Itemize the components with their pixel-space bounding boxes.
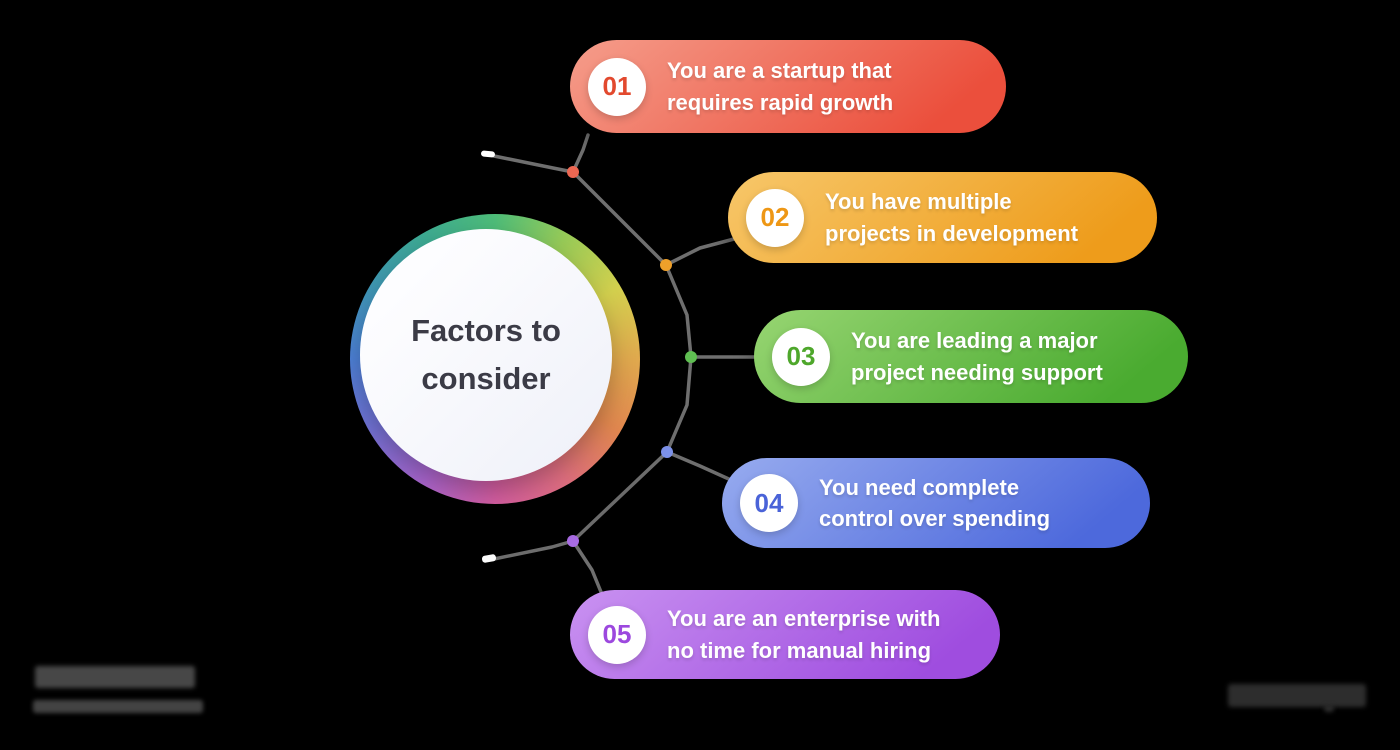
connector-line [492, 154, 575, 174]
factor-text-05: You are an enterprise with no time for m… [667, 603, 940, 666]
node-dot-4 [661, 446, 673, 458]
factor-text-line1: You need complete [819, 474, 1020, 500]
badge-number: 05 [602, 619, 632, 649]
watermark-right-logo-descender [1324, 705, 1334, 712]
number-badge-04: 04 [740, 474, 798, 532]
factor-text-02: You have multiple projects in developmen… [825, 186, 1078, 249]
factor-pill-03: 03 You are leading a major project needi… [754, 310, 1188, 403]
factor-pill-01: 01 You are a startup that requires rapid… [570, 40, 1006, 133]
factor-text-line1: You are an enterprise with [667, 606, 941, 632]
badge-number: 04 [754, 487, 784, 518]
node-dot-2 [660, 259, 672, 271]
center-gradient-ring: Factors to consider [350, 214, 640, 504]
center-title-line2: consider [421, 361, 551, 396]
number-badge-01: 01 [588, 57, 646, 116]
factor-pill-05: 05 You are an enterprise with no time fo… [570, 590, 1000, 679]
connector-line [664, 263, 693, 359]
node-dot-5 [567, 535, 579, 547]
badge-number: 03 [786, 341, 816, 371]
connector-line [571, 133, 590, 174]
center-title-line1: Factors to [411, 312, 561, 348]
factor-text-line1: You have multiple [825, 189, 1012, 215]
factor-text-line2: requires rapid growth [667, 89, 894, 115]
node-dot-1 [567, 166, 579, 178]
number-badge-05: 05 [588, 605, 646, 664]
factor-pill-04: 04 You need complete control over spendi… [722, 458, 1150, 548]
factor-pill-02: 02 You have multiple projects in develop… [728, 172, 1157, 263]
connector-line [571, 170, 668, 267]
number-badge-03: 03 [772, 327, 830, 386]
number-badge-02: 02 [746, 188, 804, 247]
factor-text-04: You need complete control over spending [819, 472, 1050, 535]
connector-line [571, 450, 669, 543]
connector-line [492, 539, 575, 561]
factor-text-03: You are leading a major project needing … [851, 325, 1103, 388]
factor-text-line1: You are a startup that [667, 58, 892, 84]
factor-text-line2: project needing support [851, 359, 1103, 385]
badge-number: 01 [602, 71, 632, 101]
watermark-left-logo-line2 [33, 700, 203, 713]
factor-text-line1: You are leading a major [851, 328, 1098, 354]
factor-text-line2: no time for manual hiring [667, 637, 932, 663]
watermark-right-logo [1228, 684, 1366, 707]
center-circle: Factors to consider [360, 229, 612, 481]
factor-text-01: You are a startup that requires rapid gr… [667, 55, 893, 118]
node-dot-3 [685, 351, 697, 363]
factor-text-line2: control over spending [819, 506, 1051, 531]
connector-line [665, 450, 733, 482]
badge-number: 02 [760, 202, 790, 232]
connector-line [664, 237, 736, 267]
connector-line [665, 355, 693, 454]
connector-line [571, 539, 603, 594]
factor-text-line2: projects in development [825, 220, 1079, 246]
watermark-left-logo-line1 [35, 666, 195, 688]
